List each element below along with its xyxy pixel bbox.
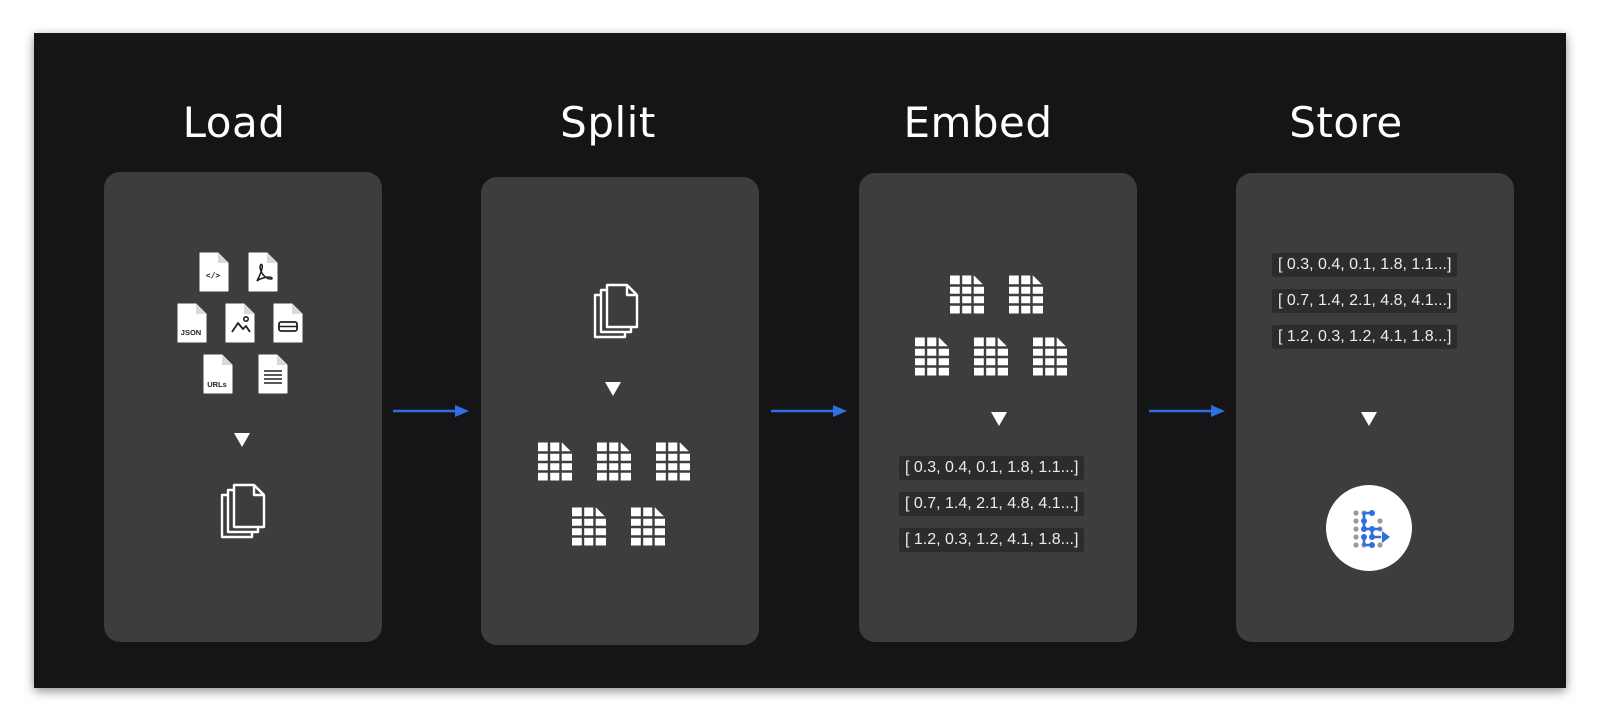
grid-chunk-icon (630, 505, 666, 548)
code-file-icon: </> (198, 251, 230, 293)
down-triangle-icon (605, 382, 621, 396)
embedding-vector-3: [ 1.2, 0.3, 1.2, 4.1, 1.8...] (899, 528, 1085, 552)
stored-vector-2: [ 0.7, 1.4, 2.1, 4.8, 4.1...] (1272, 289, 1458, 313)
grid-chunk-icon (537, 440, 573, 483)
json-file-icon: JSON (176, 302, 208, 344)
arrow-load-to-split-icon (393, 405, 469, 417)
down-triangle-icon (1361, 412, 1377, 426)
stage-title-split: Split (560, 98, 656, 147)
vector-store-icon (1353, 510, 1390, 548)
stored-vector-1: [ 0.3, 0.4, 0.1, 1.8, 1.1...] (1272, 253, 1458, 277)
grid-chunk-icon (914, 335, 950, 378)
arrow-embed-to-store-icon (1149, 405, 1225, 417)
grid-chunk-icon (973, 335, 1009, 378)
grid-chunk-icon (571, 505, 607, 548)
svg-text:JSON: JSON (181, 328, 201, 337)
stage-title-store: Store (1289, 98, 1403, 147)
pdf-file-icon (247, 251, 279, 293)
grid-chunk-icon (655, 440, 691, 483)
store-panel (1236, 173, 1514, 642)
svg-text:</>: </> (206, 271, 221, 280)
image-file-icon (224, 302, 256, 344)
svg-text:URLs: URLs (207, 380, 227, 389)
stage-title-load: Load (182, 98, 286, 147)
split-panel (481, 177, 759, 645)
grid-chunk-icon (949, 273, 985, 316)
embedding-vector-2: [ 0.7, 1.4, 2.1, 4.8, 4.1...] (899, 492, 1085, 516)
down-triangle-icon (234, 433, 250, 447)
text-file-icon (257, 353, 289, 395)
urls-file-icon: URLs (202, 353, 234, 395)
grid-chunk-icon (1032, 335, 1068, 378)
load-panel (104, 172, 382, 642)
database-file-icon (272, 302, 304, 344)
grid-chunk-icon (596, 440, 632, 483)
stored-vector-3: [ 1.2, 0.3, 1.2, 4.1, 1.8...] (1272, 325, 1458, 349)
documents-stack-icon (220, 483, 266, 539)
arrow-split-to-embed-icon (771, 405, 847, 417)
embed-panel (859, 173, 1137, 642)
down-triangle-icon (991, 412, 1007, 426)
stage-title-embed: Embed (903, 98, 1053, 147)
grid-chunk-icon (1008, 273, 1044, 316)
vector-store-logo (1326, 485, 1412, 571)
embedding-vector-1: [ 0.3, 0.4, 0.1, 1.8, 1.1...] (899, 456, 1085, 480)
documents-stack-icon (593, 283, 639, 339)
